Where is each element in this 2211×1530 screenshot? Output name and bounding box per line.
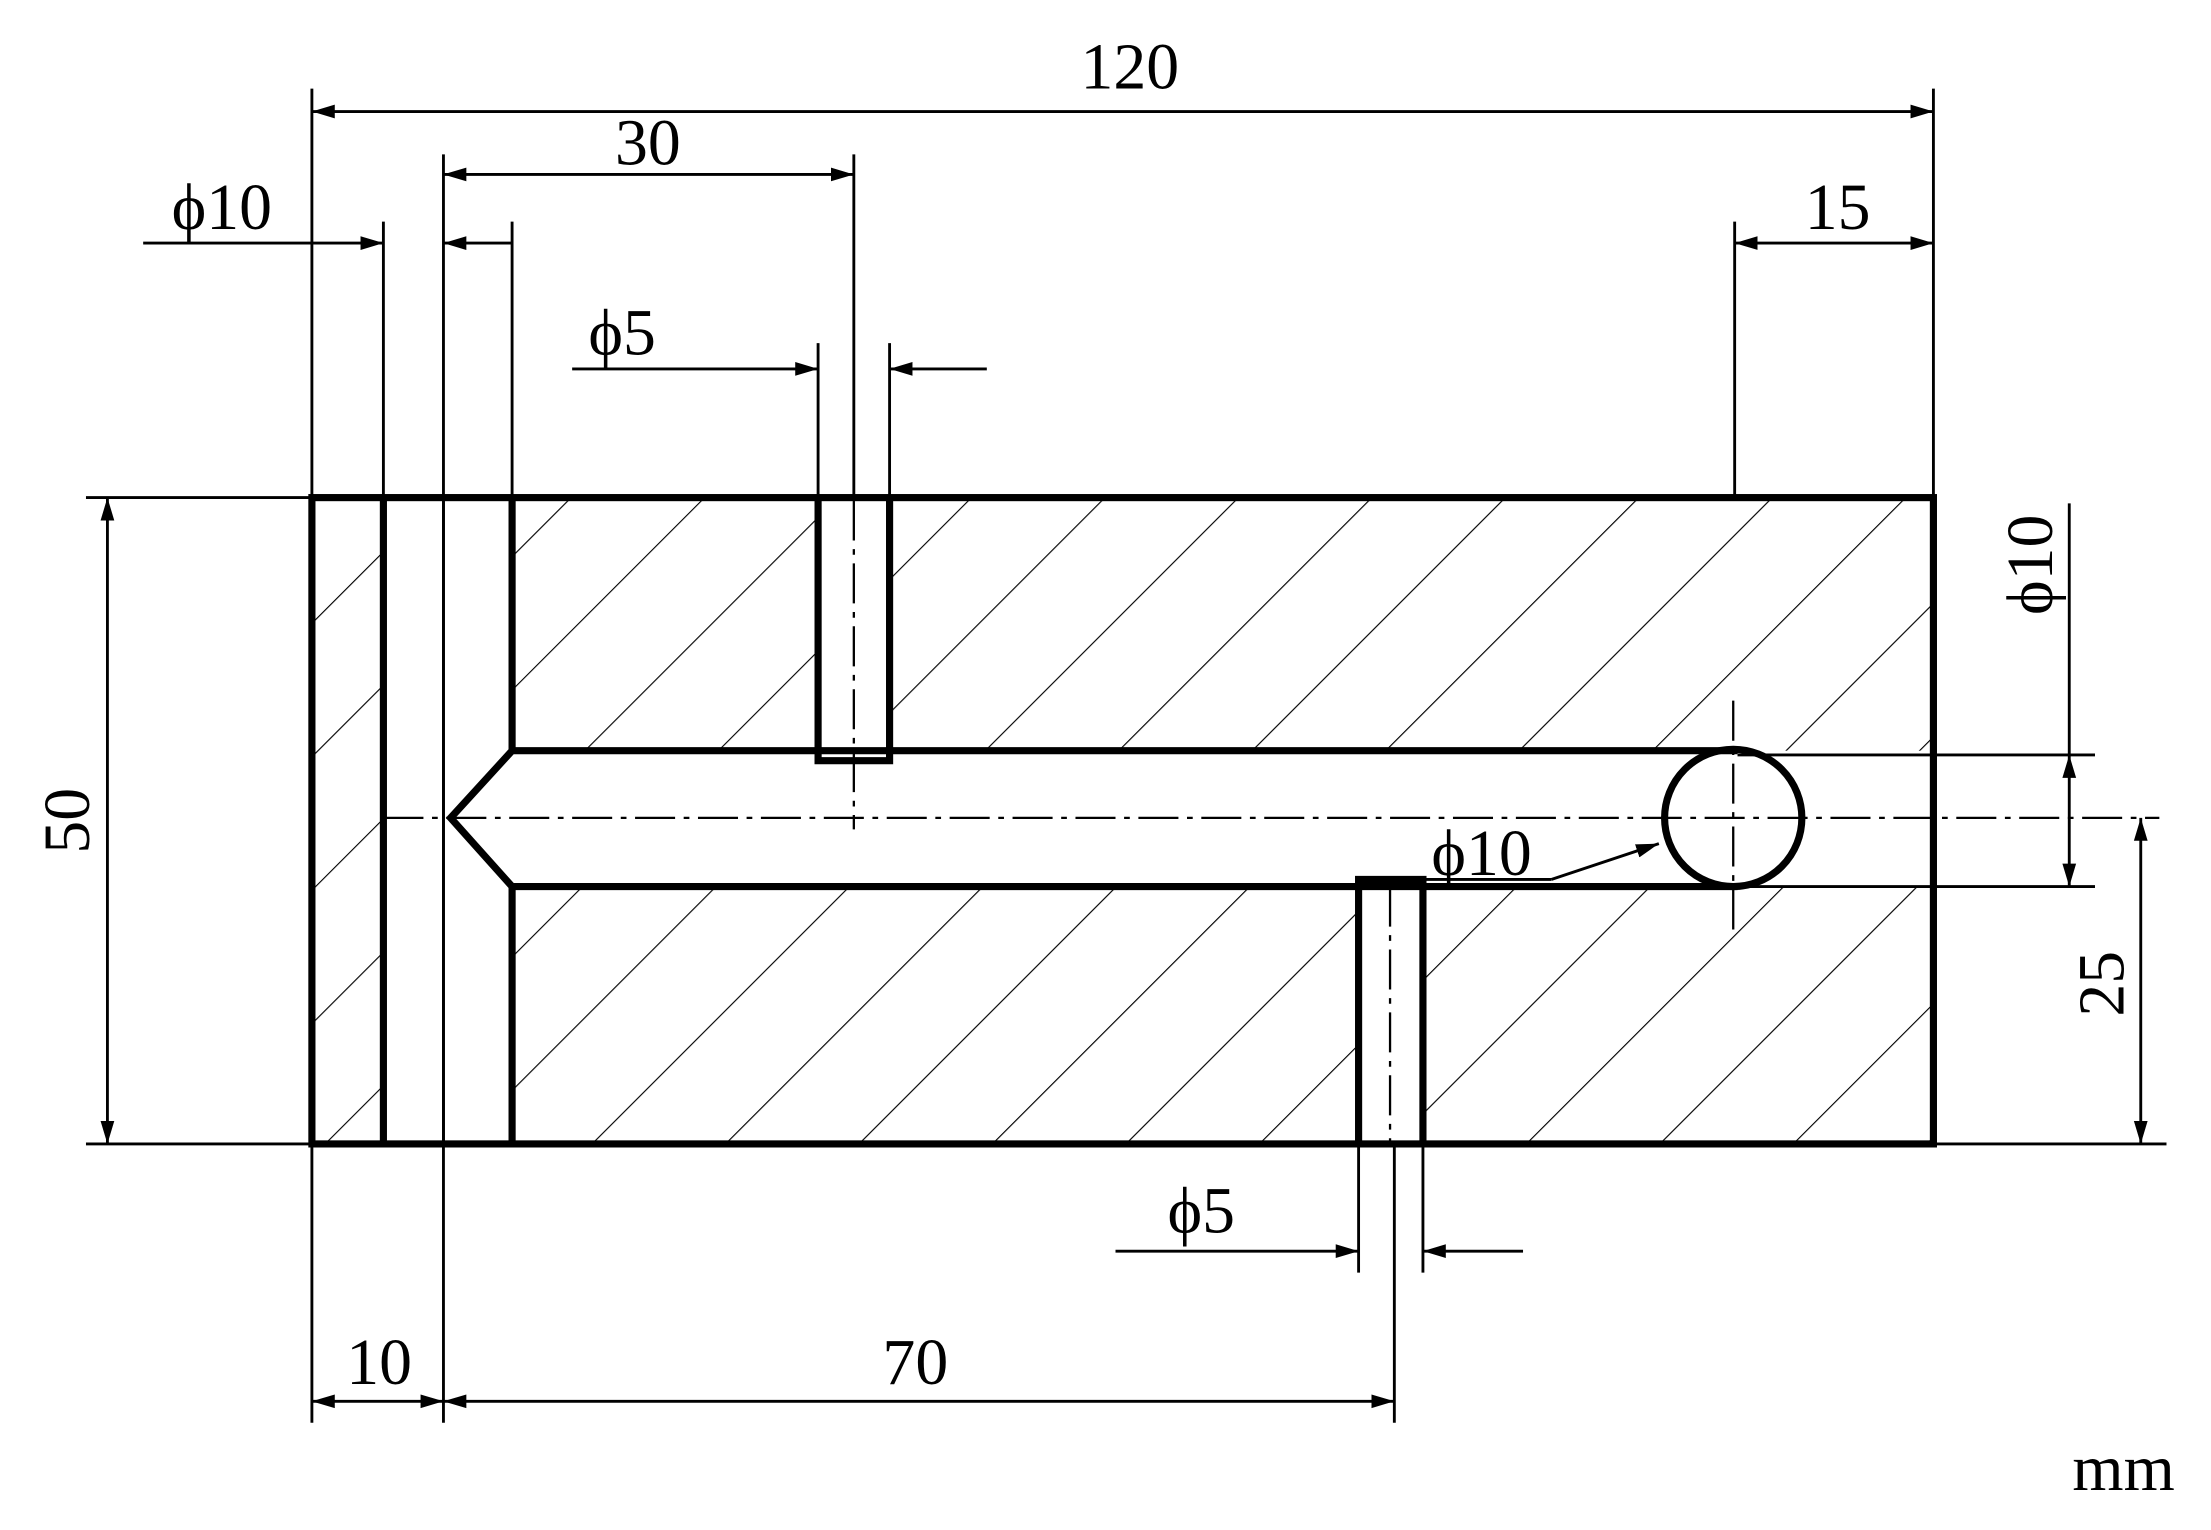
dim-channel-height: 25 <box>2066 951 2139 1017</box>
bottom-hole <box>1355 875 1427 1144</box>
dim-height: 50 <box>31 788 104 854</box>
dim-channel-diameter: ϕ10 <box>1994 515 2067 615</box>
dim-bottom-hole-diameter: ϕ5 <box>1168 1175 1236 1248</box>
dim-top-hole-position: 30 <box>615 106 681 179</box>
dim-left-hole-diameter: ϕ10 <box>172 171 272 244</box>
extension-lines <box>85 88 2167 1423</box>
section-hatching <box>311 497 1934 1144</box>
dimension-lines <box>100 104 2148 1409</box>
dimension-labels: 120 30 ϕ10 ϕ5 15 50 ϕ10 25 ϕ10 ϕ5 10 70 … <box>31 31 2175 1505</box>
dim-right-offset: 15 <box>1805 171 1871 244</box>
dim-left-wall: 10 <box>346 1326 412 1399</box>
dim-top-hole-diameter: ϕ5 <box>588 297 656 370</box>
unit-label: mm <box>2072 1432 2174 1505</box>
centerlines <box>383 500 2160 1144</box>
dim-bottom-hole-position: 70 <box>882 1326 948 1399</box>
dim-cross-hole-diameter: ϕ10 <box>1431 817 1531 890</box>
dim-overall-length: 120 <box>1080 31 1179 104</box>
